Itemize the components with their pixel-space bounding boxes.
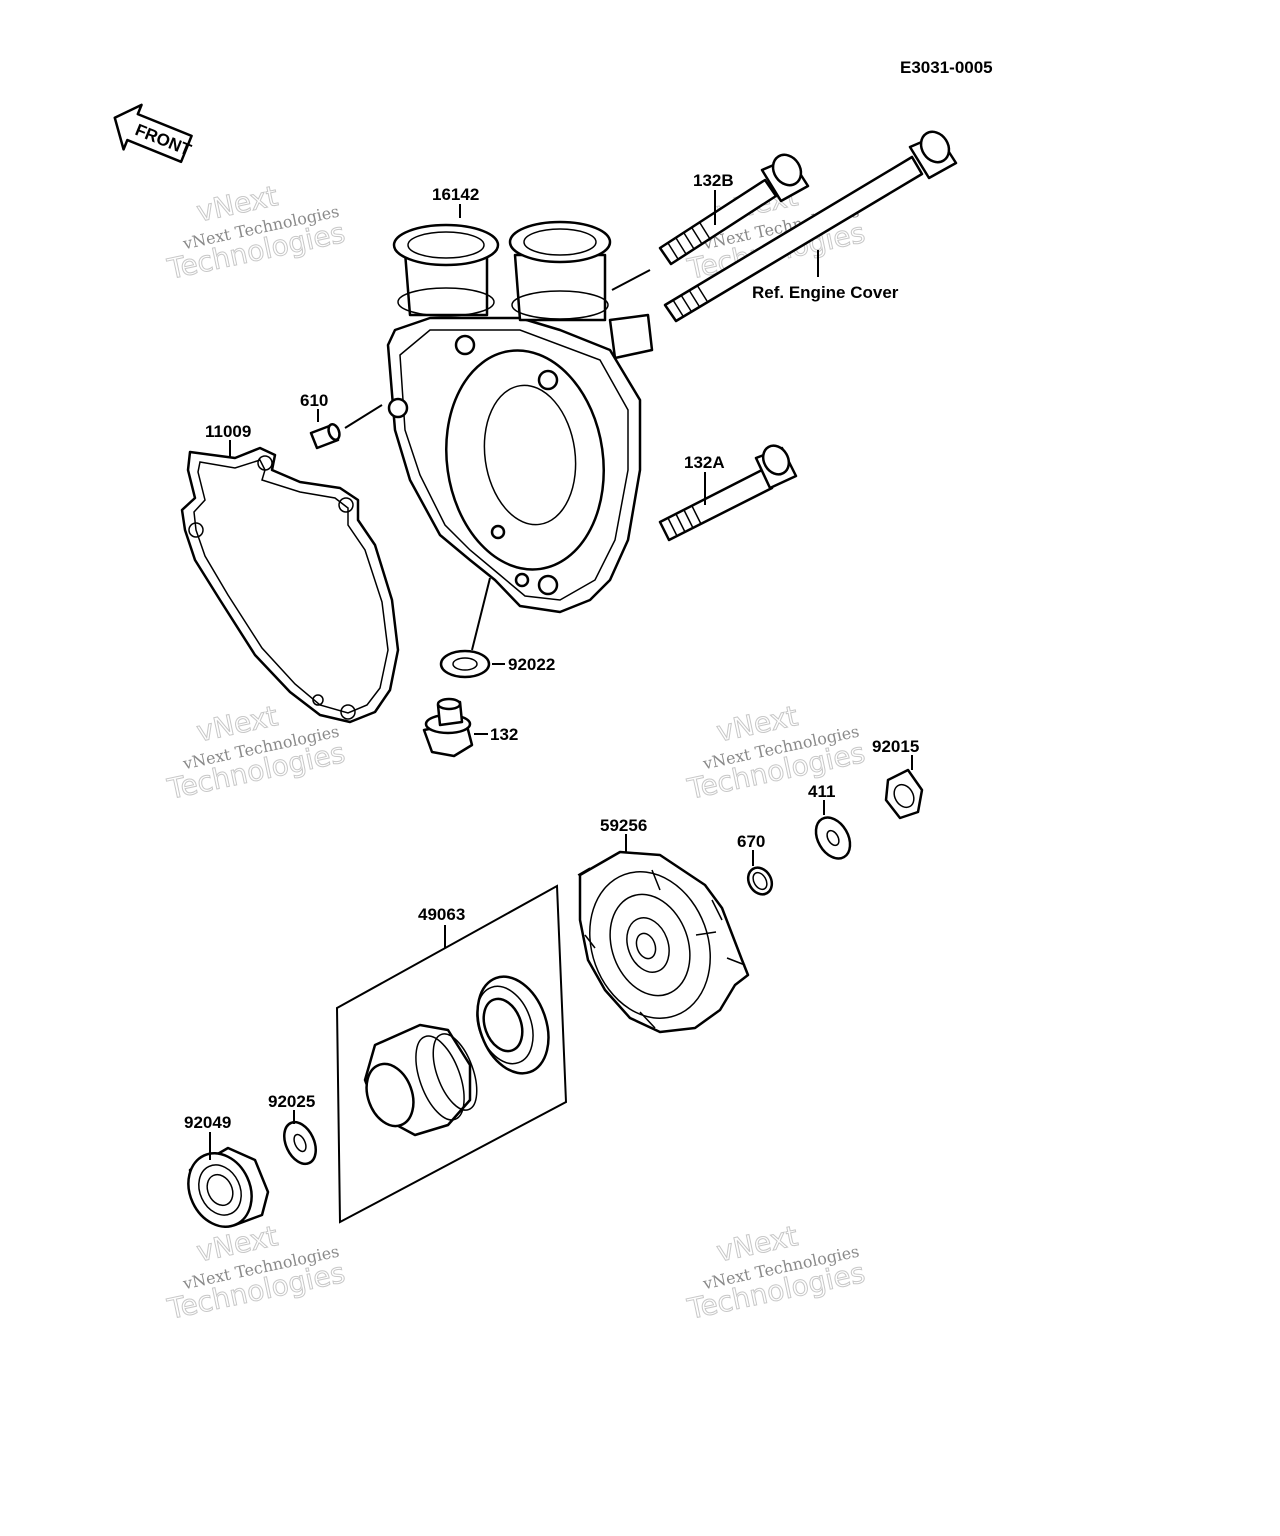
dowel-pin-610 bbox=[309, 423, 341, 450]
front-arrow-icon: FRONT bbox=[113, 103, 194, 164]
bearing-92049 bbox=[187, 1146, 270, 1228]
watermark-5: vNext vNext Technologies Technologies bbox=[164, 1219, 349, 1327]
callout-132A: 132A bbox=[684, 453, 725, 472]
impeller-59256 bbox=[577, 850, 750, 1034]
bolt-long-ref bbox=[663, 130, 958, 323]
ref-engine-cover-note: Ref. Engine Cover bbox=[752, 283, 899, 302]
callout-92022: 92022 bbox=[508, 655, 555, 674]
callout-670: 670 bbox=[737, 832, 765, 851]
nut-92015 bbox=[884, 768, 924, 820]
callout-11009: 11009 bbox=[205, 422, 251, 441]
callout-92015: 92015 bbox=[872, 737, 919, 756]
water-pump-cover bbox=[386, 220, 654, 614]
washer-411 bbox=[814, 816, 852, 860]
watermark-4: vNext vNext Technologies Technologies bbox=[684, 699, 869, 807]
callout-610: 610 bbox=[300, 391, 328, 410]
callout-16142: 16142 bbox=[432, 185, 479, 204]
washer-92022 bbox=[439, 649, 491, 679]
watermark-1: vNext vNext Technologies Technologies bbox=[164, 179, 349, 287]
gasket-11009 bbox=[180, 446, 400, 724]
callout-92025: 92025 bbox=[268, 1092, 315, 1111]
seal-ring bbox=[476, 975, 550, 1075]
drain-bolt-132 bbox=[422, 697, 474, 758]
callout-59256: 59256 bbox=[600, 816, 647, 835]
seal-set-49063 bbox=[335, 884, 568, 1224]
callout-49063: 49063 bbox=[418, 905, 465, 924]
oring-670 bbox=[746, 866, 774, 896]
bolt-132A bbox=[658, 444, 798, 542]
bolt-132B bbox=[658, 153, 810, 266]
seal-body bbox=[363, 1023, 478, 1137]
callout-411: 411 bbox=[808, 782, 835, 801]
callout-92049: 92049 bbox=[184, 1113, 231, 1132]
diagram-code: E3031-0005 bbox=[900, 58, 993, 77]
watermark-6: vNext vNext Technologies Technologies bbox=[684, 1219, 869, 1327]
callout-132: 132 bbox=[490, 725, 518, 744]
washer-92025 bbox=[283, 1120, 317, 1166]
callout-132B: 132B bbox=[693, 171, 734, 190]
